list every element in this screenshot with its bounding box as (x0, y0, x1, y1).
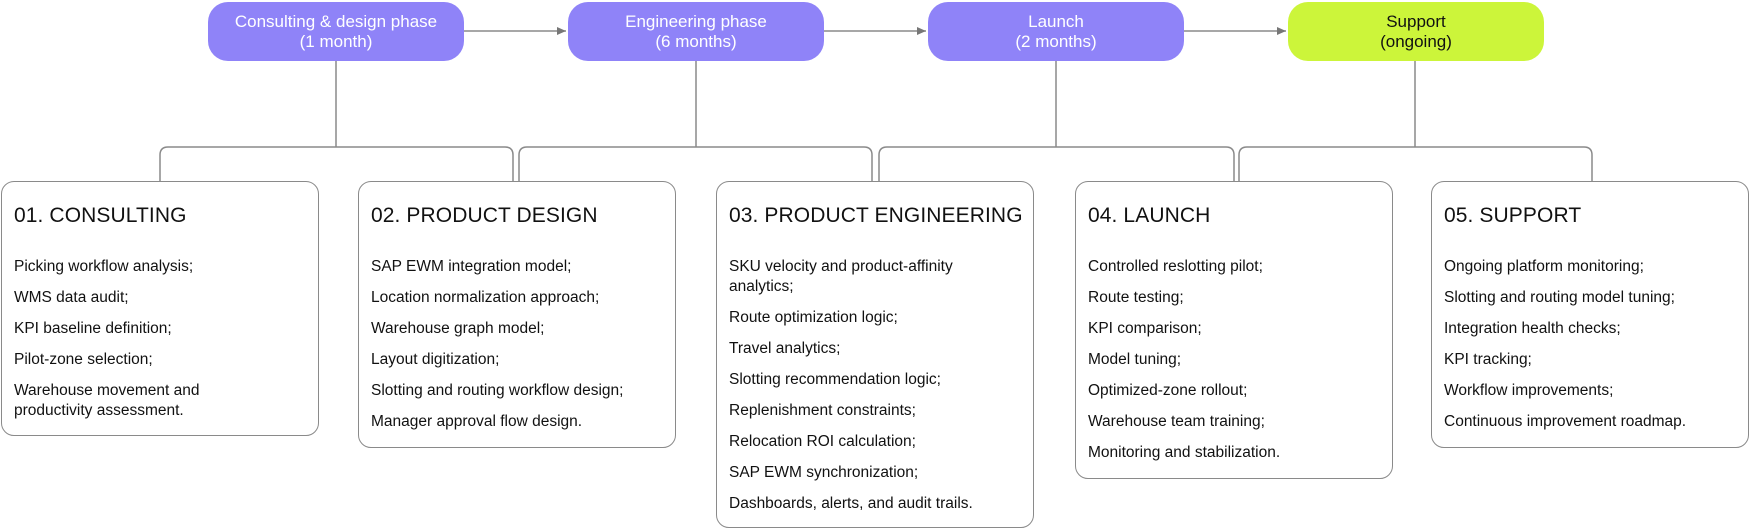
bracket-phase4 (1238, 61, 1593, 181)
card-item-list: Ongoing platform monitoring; Slotting an… (1444, 257, 1734, 443)
list-item: SKU velocity and product-affinity analyt… (729, 258, 953, 295)
phase-title: Support (1386, 11, 1446, 31)
list-item: Slotting recommendation logic; (729, 371, 941, 388)
card-title: 05. SUPPORT (1444, 204, 1582, 227)
list-item: KPI tracking; (1444, 351, 1532, 368)
list-item: Model tuning; (1088, 351, 1182, 368)
list-item: Pilot-zone selection; (14, 351, 153, 368)
phase-title: Engineering phase (625, 11, 767, 31)
list-item: Warehouse team training; (1088, 413, 1265, 430)
bracket-phase3 (878, 61, 1235, 181)
card-title: 03. PRODUCT ENGINEERING (729, 204, 1023, 227)
list-item: Optimized-zone rollout; (1088, 382, 1248, 399)
card-item-list: SKU velocity and product-affinity analyt… (729, 257, 1019, 525)
list-item: Workflow improvements; (1444, 382, 1614, 399)
phase-launch: Launch (2 months) (928, 2, 1184, 61)
list-item: KPI comparison; (1088, 320, 1202, 337)
card-title: 02. PRODUCT DESIGN (371, 204, 598, 227)
card-title: 04. LAUNCH (1088, 204, 1211, 227)
phase-duration: (2 months) (1015, 31, 1097, 51)
phase-support: Support (ongoing) (1288, 2, 1544, 61)
list-item: Monitoring and stabilization. (1088, 444, 1281, 461)
phase-duration: (1 month) (299, 31, 373, 51)
list-item: Location normalization approach; (371, 289, 600, 306)
card-title: 01. CONSULTING (14, 204, 187, 227)
list-item: Picking workflow analysis; (14, 258, 194, 275)
phase-duration: (ongoing) (1380, 31, 1452, 51)
list-item: Integration health checks; (1444, 320, 1621, 337)
card-item-list: SAP EWM integration model; Location norm… (371, 257, 661, 443)
list-item: Dashboards, alerts, and audit trails. (729, 495, 973, 512)
list-item: Manager approval flow design. (371, 413, 583, 430)
list-item: Ongoing platform monitoring; (1444, 258, 1644, 275)
list-item: SAP EWM synchronization; (729, 464, 919, 481)
card-item-list: Controlled reslotting pilot; Route testi… (1088, 257, 1378, 474)
bracket-phase1 (159, 61, 514, 181)
phase-title: Launch (1028, 11, 1084, 31)
list-item: KPI baseline definition; (14, 320, 172, 337)
phase-title: Consulting & design phase (234, 11, 438, 31)
list-item: SAP EWM integration model; (371, 258, 572, 275)
phase-consulting-design: Consulting & design phase (1 month) (208, 2, 464, 61)
list-item: Warehouse movement and productivity asse… (14, 382, 200, 419)
card-product-design: 02. PRODUCT DESIGN SAP EWM integration m… (358, 181, 676, 448)
list-item: Warehouse graph model; (371, 320, 545, 337)
card-consulting: 01. CONSULTING Picking workflow analysis… (1, 181, 319, 436)
bracket-phase2 (518, 61, 873, 181)
card-launch: 04. LAUNCH Controlled reslotting pilot; … (1075, 181, 1393, 479)
list-item: Continuous improvement roadmap. (1444, 413, 1687, 430)
card-product-engineering: 03. PRODUCT ENGINEERING SKU velocity and… (716, 181, 1034, 528)
phase-duration: (6 months) (655, 31, 737, 51)
list-item: Slotting and routing model tuning; (1444, 289, 1675, 306)
card-support: 05. SUPPORT Ongoing platform monitoring;… (1431, 181, 1749, 448)
list-item: Slotting and routing workflow design; (371, 382, 624, 399)
list-item: Travel analytics; (729, 340, 841, 357)
list-item: Route optimization logic; (729, 309, 898, 326)
list-item: Replenishment constraints; (729, 402, 916, 419)
list-item: WMS data audit; (14, 289, 129, 306)
list-item: Relocation ROI calculation; (729, 433, 916, 450)
list-item: Controlled reslotting pilot; (1088, 258, 1263, 275)
list-item: Route testing; (1088, 289, 1184, 306)
card-item-list: Picking workflow analysis; WMS data audi… (14, 257, 304, 432)
phase-engineering: Engineering phase (6 months) (568, 2, 824, 61)
list-item: Layout digitization; (371, 351, 500, 368)
